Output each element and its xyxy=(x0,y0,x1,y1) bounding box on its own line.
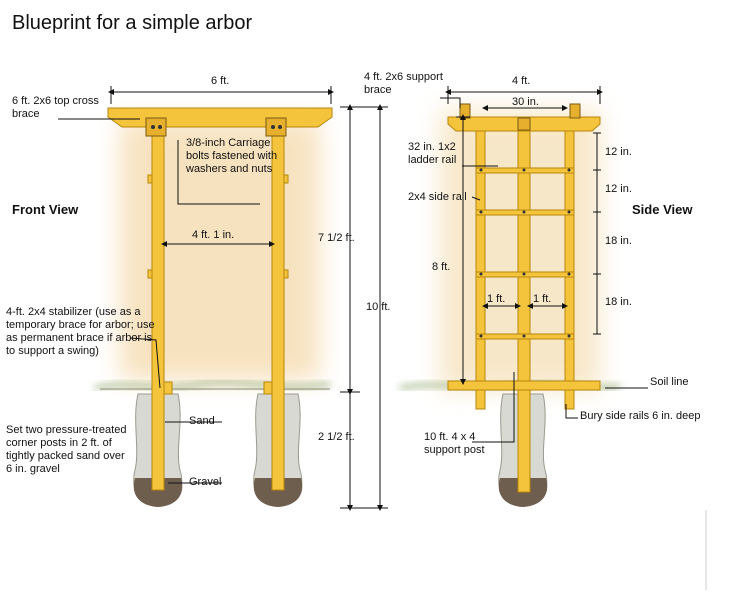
side-bury-label: Bury side rails 6 in. deep xyxy=(580,410,701,422)
side-gap-1: 12 in. xyxy=(605,146,632,158)
front-posts-note: Set two pressure-treated corner posts in… xyxy=(6,424,127,475)
front-sand-label: Sand xyxy=(189,415,215,427)
side-view-label: Side View xyxy=(632,202,693,217)
front-above-ground-dim: 7 1/2 ft. xyxy=(318,232,355,244)
front-top-cross-brace xyxy=(107,107,333,128)
side-height-dim: 8 ft. xyxy=(432,261,451,273)
front-dimension-lines xyxy=(58,86,388,511)
front-width-dim: 6 ft. xyxy=(211,75,230,87)
side-soil-line-label: Soil line xyxy=(650,376,689,388)
side-support-post-label: 10 ft. 4 x 4 support post xyxy=(424,431,485,456)
front-bolt-blocks xyxy=(145,117,287,137)
side-width-dim: 4 ft. xyxy=(512,75,531,87)
side-ladder-rail-label: 32 in. 1x2 ladder rail xyxy=(408,141,457,166)
side-right-spacing: 1 ft. xyxy=(533,293,552,305)
front-inner-width-dim: 4 ft. 1 in. xyxy=(192,229,235,241)
side-dimension-lines xyxy=(440,86,648,443)
side-gap-4: 18 in. xyxy=(605,296,632,308)
side-inner-width-dim: 30 in. xyxy=(512,96,539,108)
front-soil-line xyxy=(94,380,331,390)
front-gravel-label: Gravel xyxy=(189,476,222,488)
side-gap-2: 12 in. xyxy=(605,183,632,195)
page-title: Blueprint for a simple arbor xyxy=(12,12,253,34)
side-right-rail xyxy=(564,116,575,410)
front-bolts-label: 3/8-inch Carriage bolts fastened with wa… xyxy=(186,137,278,175)
front-stabilizer-label: 4-ft. 2x4 stabilizer (use as a temporary… xyxy=(6,306,155,357)
front-below-ground-dim: 2 1/2 ft. xyxy=(318,431,355,443)
front-top-brace-label: 6 ft. 2x6 top cross brace xyxy=(12,95,99,120)
side-top-blocks xyxy=(459,103,581,131)
side-rail-label: 2x4 side rail xyxy=(408,191,467,203)
front-stabilizer-blocks xyxy=(147,174,289,395)
side-rail-bolts xyxy=(479,168,571,338)
front-view-label: Front View xyxy=(12,202,79,217)
side-base-stabilizer xyxy=(447,380,601,391)
front-total-height-dim: 10 ft. xyxy=(366,301,391,313)
side-support-brace-label: 4 ft. 2x6 support brace xyxy=(364,71,443,96)
side-gap-3: 18 in. xyxy=(605,235,632,247)
side-left-spacing: 1 ft. xyxy=(487,293,506,305)
front-left-post xyxy=(151,119,165,491)
side-left-rail xyxy=(475,116,486,410)
